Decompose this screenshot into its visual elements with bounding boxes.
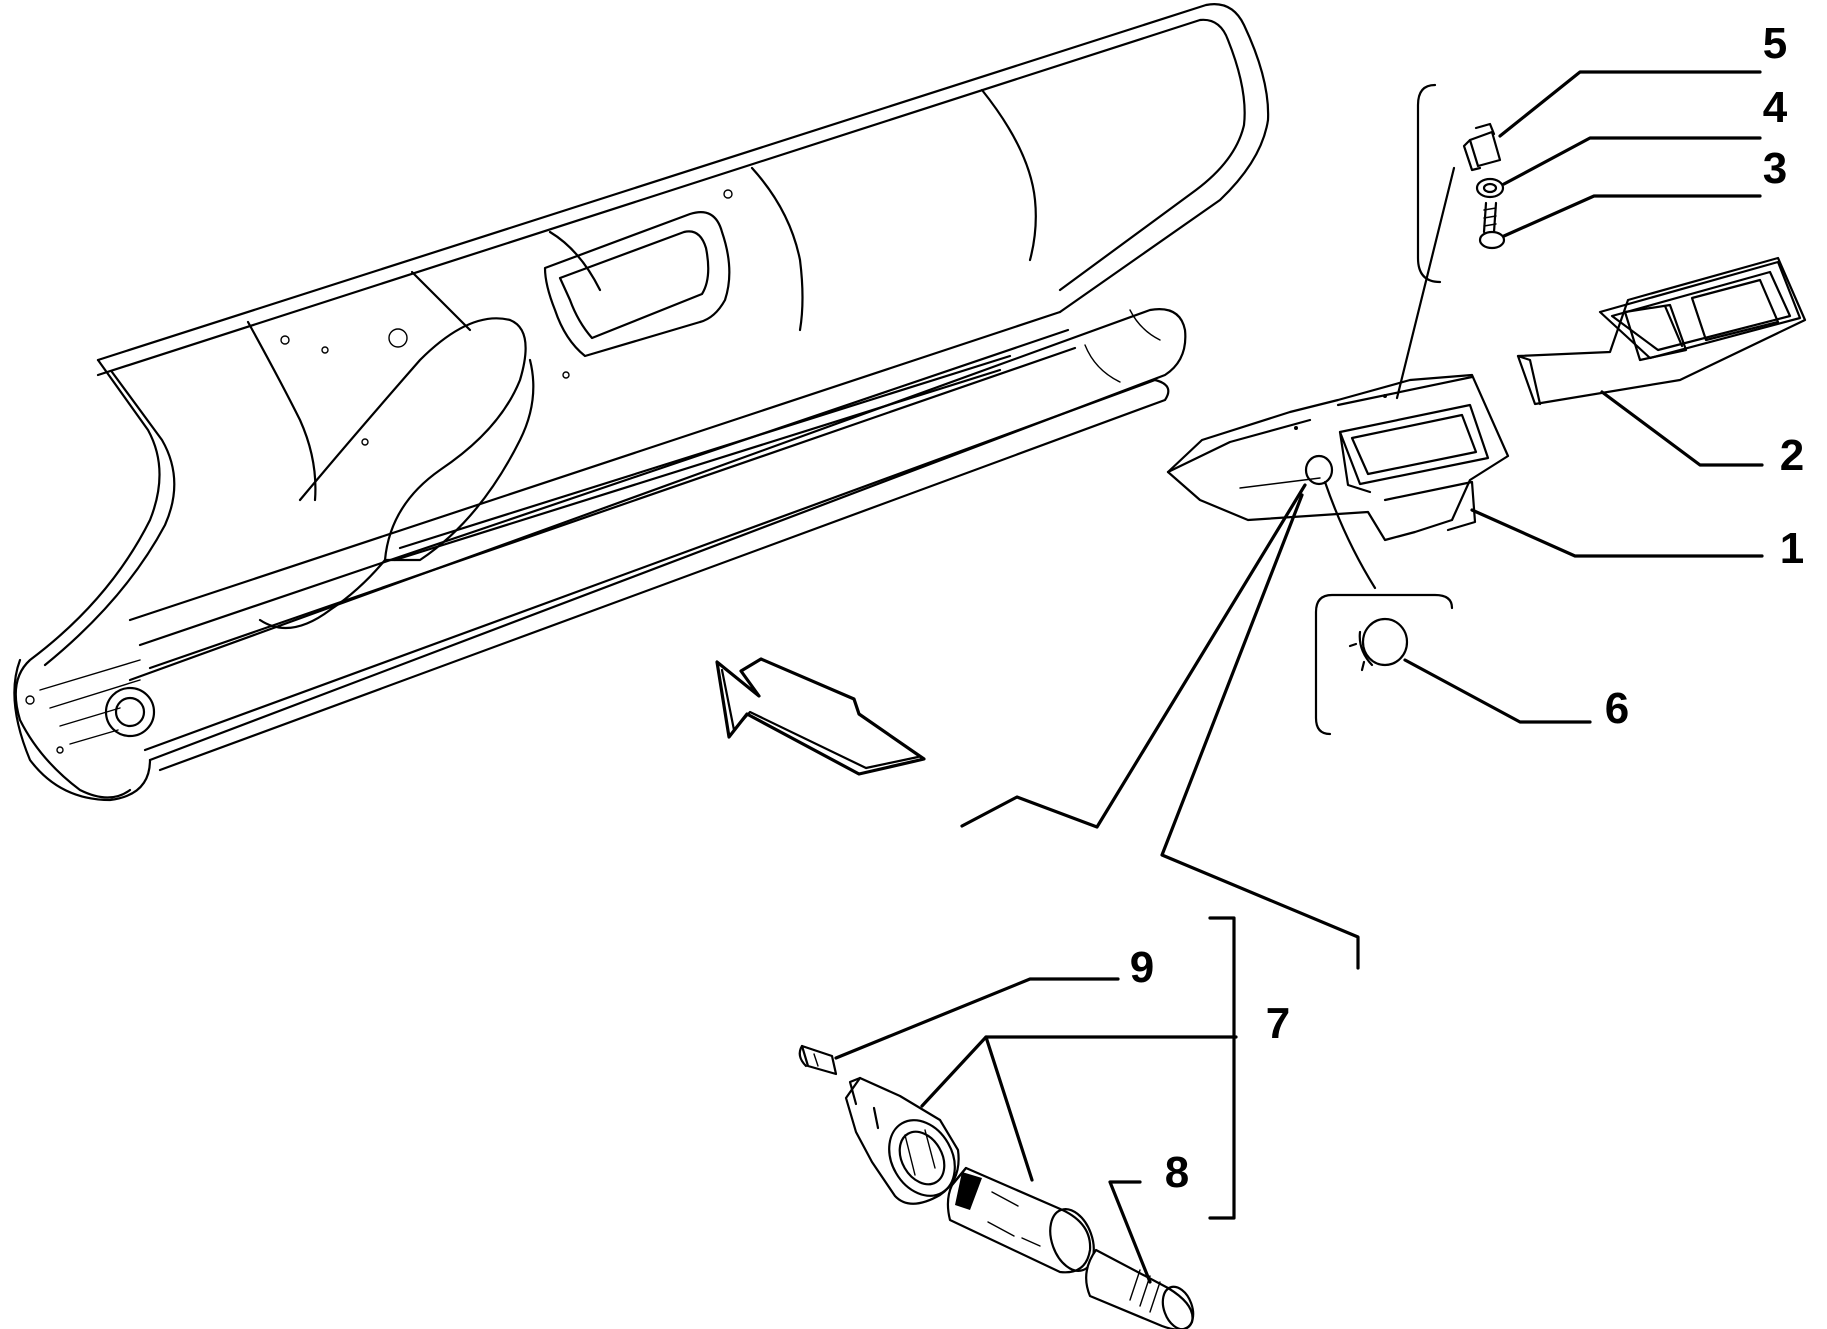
leader-8 <box>1108 1180 1152 1284</box>
direction-arrow <box>715 657 926 776</box>
callout-3: 3 <box>1763 144 1787 193</box>
console-bracket-part-1 <box>1166 373 1510 542</box>
leader-4 <box>1502 136 1762 186</box>
leader-1 <box>1470 508 1764 558</box>
callout-labels: 5 4 3 2 1 6 9 7 8 <box>1130 19 1804 1197</box>
callout-2: 2 <box>1780 431 1804 480</box>
leader-2 <box>1600 390 1764 467</box>
assembly-leader-left <box>960 483 1307 829</box>
dashboard-panel <box>13 3 1270 802</box>
fastener-clip-part-5 <box>1462 122 1502 172</box>
leader-5 <box>1498 70 1762 138</box>
leader-hole-to-part-6 <box>1323 480 1377 590</box>
callout-8: 8 <box>1165 1148 1189 1197</box>
leader-lines <box>834 70 1764 1284</box>
callout-9: 9 <box>1130 943 1154 992</box>
leader-7b <box>984 1035 1034 1182</box>
bracket-parts-7-9 <box>1208 916 1236 1220</box>
callout-5: 5 <box>1763 19 1787 68</box>
lighter-socket-part-7 <box>946 1166 1095 1274</box>
bracket-parts-3-5 <box>1416 83 1442 284</box>
lighter-bulb-part-9 <box>798 1044 838 1076</box>
cap-plug-part-6 <box>1348 617 1409 672</box>
callout-7: 7 <box>1266 999 1290 1048</box>
leader-6 <box>1403 658 1592 724</box>
screw-part-3 <box>1478 201 1506 250</box>
leader-3 <box>1502 194 1762 238</box>
bracket-part-6 <box>1314 593 1454 736</box>
bezel-frame-part-2 <box>1516 256 1807 406</box>
leader-bracket-to-part-1 <box>1395 166 1456 400</box>
leader-7 <box>920 1035 1238 1108</box>
callout-4: 4 <box>1763 83 1788 132</box>
callout-6: 6 <box>1605 684 1629 733</box>
callout-1: 1 <box>1780 524 1804 573</box>
lighter-housing-part-7 <box>844 1076 960 1205</box>
washer-part-4 <box>1475 177 1505 199</box>
leader-9 <box>834 977 1120 1060</box>
assembly-leader-right <box>1160 493 1360 970</box>
